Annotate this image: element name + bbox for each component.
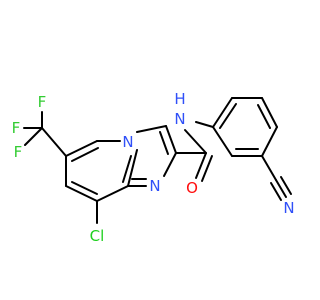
bond-ring-e-double [71, 181, 98, 195]
atom-labels: F F F N N Cl H N O N [12, 90, 295, 245]
bond-nitrile-triple-1 [275, 179, 287, 198]
bond-imid-a [136, 125, 167, 133]
atom-n-ring: N [122, 133, 133, 151]
bond-imid-b [165, 125, 177, 154]
bonds [23, 97, 292, 224]
bond-ring-c [127, 149, 138, 187]
bond-ring-a-double [71, 147, 99, 162]
bond-ring-e [65, 185, 98, 202]
bond-ring-c-double [122, 155, 132, 183]
bond-imid-c [163, 152, 177, 177]
bond-amide-cn [184, 129, 207, 154]
bond-ring-a [65, 140, 98, 157]
bond-benz-c-double [257, 104, 271, 129]
bond-amide-co-double [201, 155, 213, 182]
bond-benz-f [212, 126, 233, 157]
atom-n-imid: N [149, 177, 160, 195]
atom-f-left: F [12, 119, 21, 137]
bond-imid-b-double [159, 131, 169, 155]
bond-nh-aryl [195, 121, 214, 128]
bond-benz-d [261, 126, 278, 157]
atom-nitrile-n: N [283, 199, 294, 217]
bond-cf3-f-mid [24, 127, 43, 146]
atom-o: O [186, 179, 198, 197]
bond-ring-d [96, 185, 129, 202]
bond-benz-a-double [219, 103, 237, 129]
atom-h: H [174, 90, 185, 108]
bond-amide-co [195, 152, 207, 179]
molecule-structure-diagram: F F F N N Cl H N O N [11, 90, 295, 245]
bond-nitrile-triple-3 [280, 176, 292, 195]
atom-f-mid: F [14, 143, 23, 161]
atom-cl: Cl [90, 227, 105, 245]
atom-nh: N [174, 110, 185, 128]
atom-f-top: F [38, 93, 47, 111]
bond-nitrile-c [261, 155, 277, 181]
bond-benz-c [261, 97, 278, 128]
bond-benz-a [212, 97, 233, 128]
bond-nitrile-triple-2 [270, 182, 282, 201]
bond-cf3-ring [41, 127, 67, 157]
